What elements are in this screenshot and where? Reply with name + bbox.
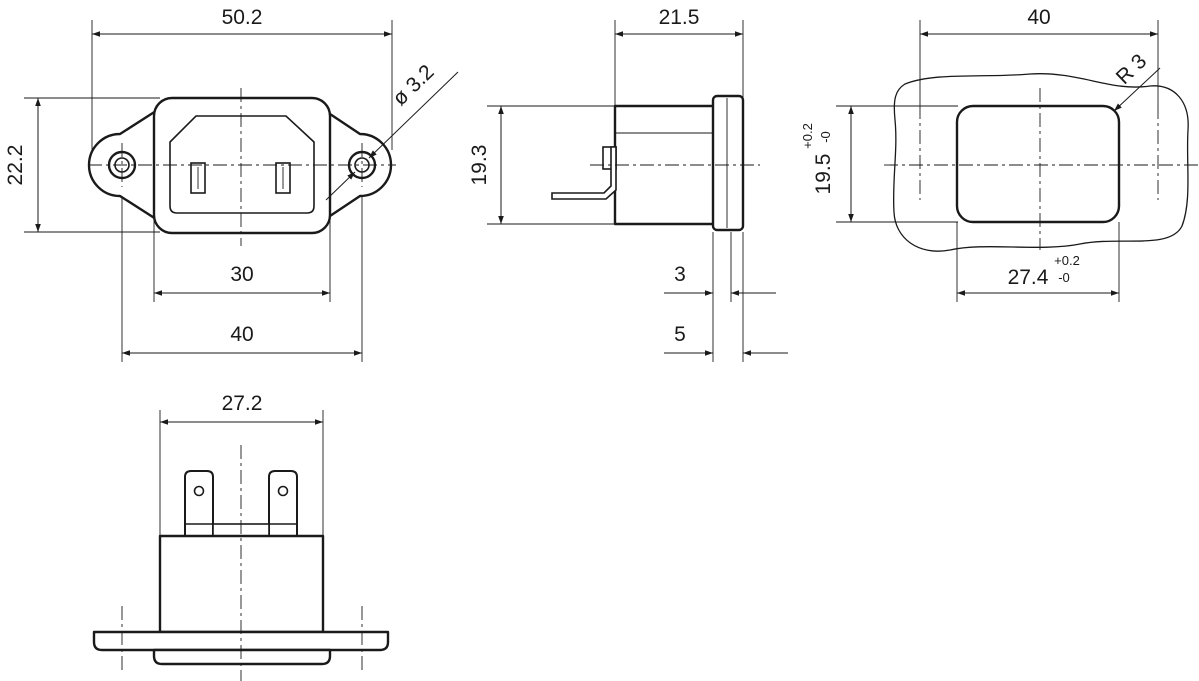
cutout-view: 40 R 3 19.5 +0.2 -0 27.4 +0.2 -0	[800, 6, 1199, 302]
dim-height-flange: 22.2	[4, 145, 27, 186]
dim-cutout-width-tol-minus: -0	[1058, 270, 1070, 285]
bottom-lip	[152, 648, 332, 666]
dim-cutout-width-tol-plus: +0.2	[1054, 253, 1080, 268]
dim-cutout-width: 27.4	[1008, 266, 1049, 289]
dim-flange-thickness: 3	[674, 263, 686, 286]
bottom-view: 27.2	[92, 392, 390, 681]
side-flange	[711, 94, 745, 232]
dim-cutout-outer: 40	[1027, 6, 1050, 29]
dim-hole-spacing: 40	[230, 323, 253, 346]
dim-bottom-width: 27.2	[222, 392, 263, 415]
bottom-terminal-right	[268, 470, 298, 536]
dim-cutout-height-tol-minus: -0	[818, 131, 833, 143]
dim-hole-diameter: ø 3.2	[388, 60, 438, 110]
dim-depth: 21.5	[659, 6, 700, 29]
bottom-terminal-left	[184, 470, 214, 536]
dim-body-height: 19.3	[468, 145, 491, 186]
dim-cutout-height-tol-plus: +0.2	[800, 123, 815, 149]
side-terminal-lead	[551, 146, 617, 200]
dim-cutout-height: 19.5	[812, 154, 835, 195]
panel-cutout	[955, 104, 1121, 224]
bottom-body	[158, 534, 325, 634]
front-view: 50.2 22.2 ø 3.2 30 40	[4, 6, 459, 362]
dim-inner-width: 30	[230, 263, 253, 286]
dim-rear-offset: 5	[674, 323, 686, 346]
dim-corner-radius: R 3	[1112, 50, 1151, 89]
dim-width-total: 50.2	[222, 6, 263, 29]
side-view: 21.5 19.3 3 5	[468, 6, 788, 362]
